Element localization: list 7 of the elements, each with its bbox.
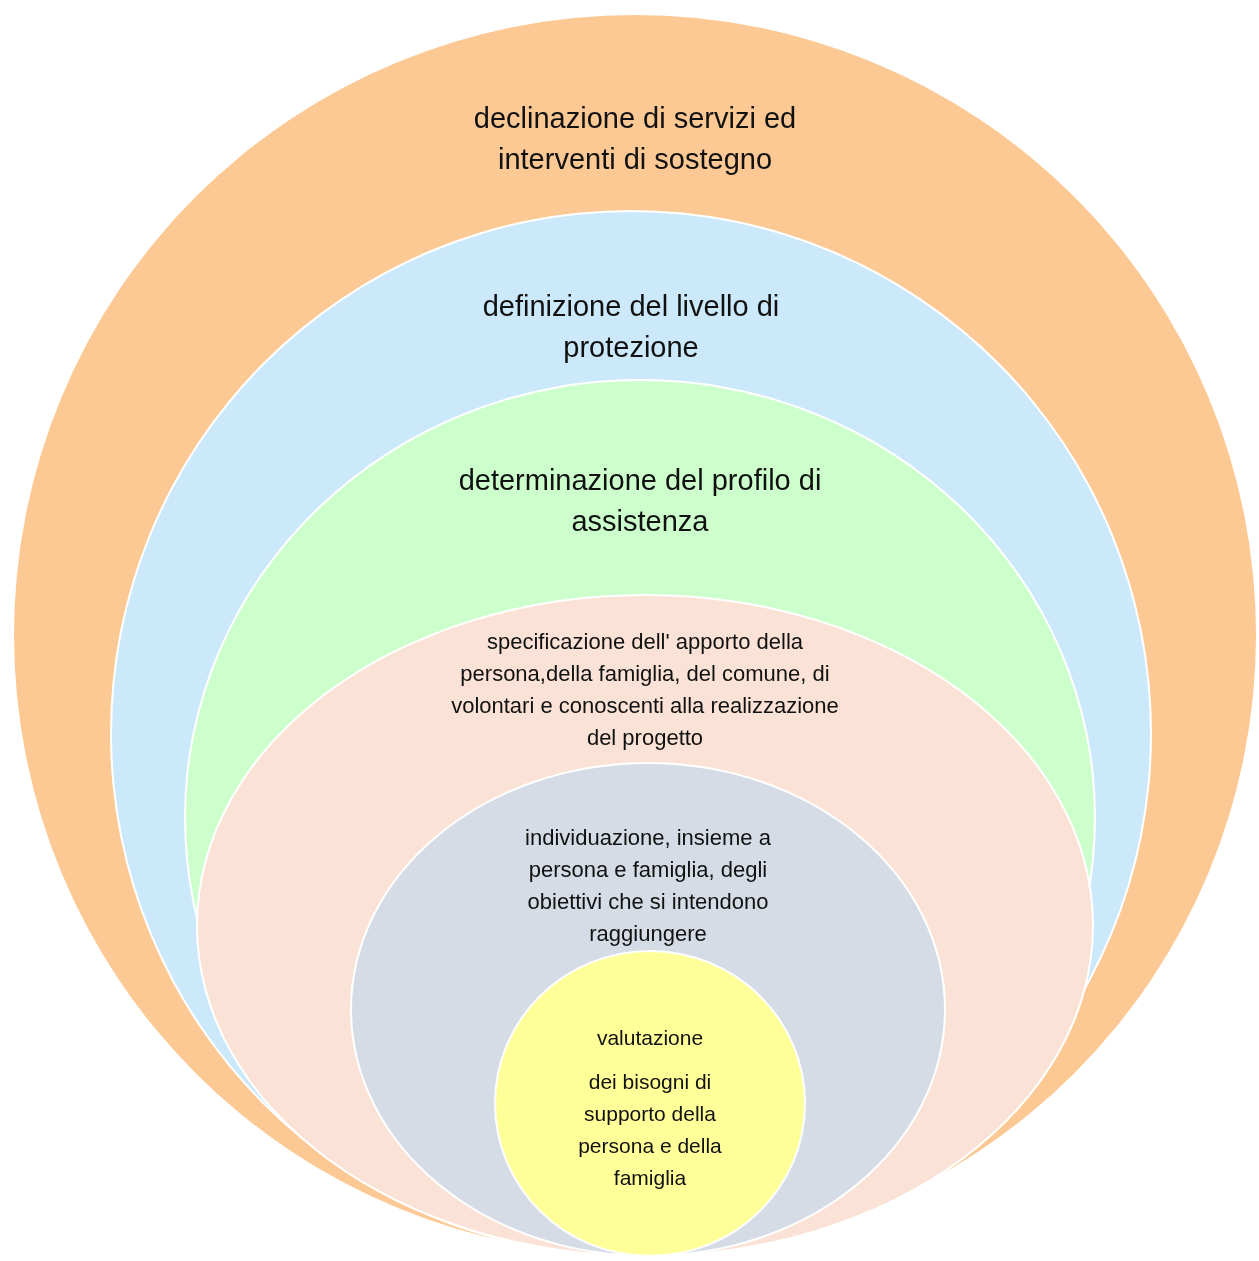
- ellipse-label: determinazione del profilo di assistenza: [457, 463, 823, 539]
- ellipse-label: dei bisogni di supporto della persona e della famiglia: [577, 1069, 723, 1191]
- ellipse-label: individuazione, insieme a persona e famiglia, degli obiettivi che si intendono raggiungere: [524, 824, 772, 948]
- ellipse-label: definizione del livello di protezione: [481, 289, 781, 365]
- ellipse-label: declinazione di servizi ed interventi di sostegno: [472, 101, 798, 177]
- ellipse-label: valutazione: [596, 1025, 704, 1051]
- ellipse-label: specificazione dell' apporto della persona,della famiglia, del comune, di volontari e conoscenti alla realizzazione del progetto: [450, 628, 840, 752]
